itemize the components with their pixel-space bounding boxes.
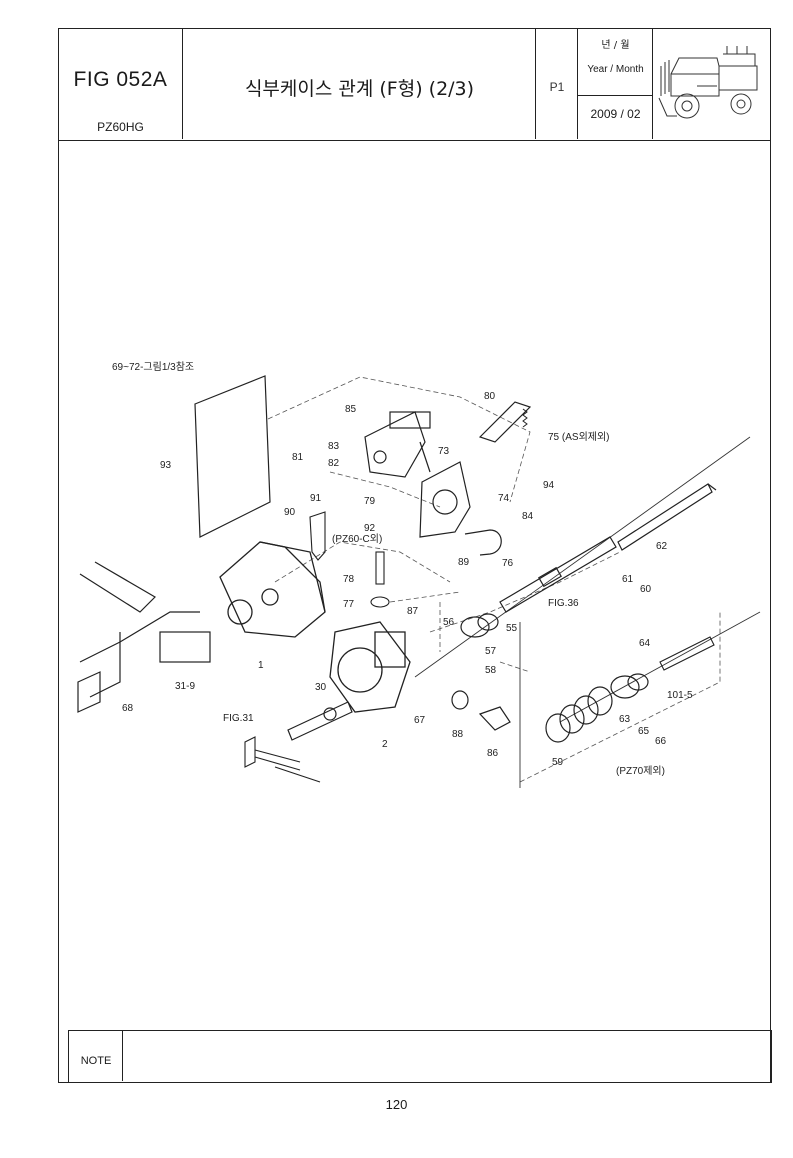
title-cell: 식부케이스 관계 (F형) (2/3) [183, 28, 536, 139]
page-code: P1 [549, 80, 565, 94]
part-label-66: 66 [655, 736, 667, 747]
part-label-67: 67 [414, 715, 426, 726]
part-label-60: 60 [640, 584, 652, 595]
part-label-64: 64 [639, 638, 651, 649]
reference-note: 69~72-그림1/3참조 [112, 361, 194, 373]
part-label-pz60-c: (PZ60-C외) [332, 533, 382, 545]
title-block: FIG 052A PZ60HG 식부케이스 관계 (F형) (2/3) P1 년… [58, 28, 771, 141]
date-cell: 년 / 월 Year / Month 2009 / 02 [578, 28, 653, 139]
part-label-57: 57 [485, 646, 497, 657]
pin-78 [375, 551, 385, 585]
gear-case-1 [219, 541, 326, 638]
part-label-pz70: (PZ70제외) [616, 765, 665, 777]
part-label-91: 91 [310, 493, 322, 504]
shaft-62 [617, 483, 717, 551]
part-label-31-9: 31-9 [175, 681, 195, 692]
machine-thumbnail-cell [653, 28, 769, 139]
upper-arm-assembly [364, 411, 431, 478]
part-label-84: 84 [522, 511, 534, 522]
part-label-59: 59 [552, 757, 564, 768]
coupling-63 [610, 673, 649, 699]
part-label-94: 94 [543, 480, 555, 491]
part-label-65: 65 [638, 726, 650, 737]
part-label-79: 79 [364, 496, 376, 507]
part-label-30: 30 [315, 682, 327, 693]
model-code: PZ60HG [97, 120, 144, 134]
seal-88 [451, 690, 469, 710]
part-label-74: 74 [498, 493, 510, 504]
cover-plate [194, 375, 271, 538]
lever-86 [478, 706, 511, 731]
part-label-63: 63 [619, 714, 631, 725]
part-label-93: 93 [160, 460, 172, 471]
part-label-2: 2 [382, 739, 388, 750]
page-title: 식부케이스 관계 (F형) (2/3) [244, 78, 475, 100]
part-label-81: 81 [292, 452, 304, 463]
part-label-68: 68 [122, 703, 134, 714]
part-label-80: 80 [484, 391, 496, 402]
part-label-82: 82 [328, 458, 340, 469]
part-label-fig31: FIG.31 [223, 713, 254, 724]
page-number: 120 [385, 1097, 408, 1112]
note-label: NOTE [80, 1055, 112, 1067]
part-label-58: 58 [485, 665, 497, 676]
case-2 [329, 621, 411, 713]
year-month-label-en: Year / Month [587, 64, 644, 75]
figure-cell: FIG 052A PZ60HG [58, 28, 183, 139]
part-label-1: 1 [258, 660, 264, 671]
part-label-88: 88 [452, 729, 464, 740]
page-cell: P1 [536, 28, 578, 139]
part-label-87: 87 [407, 606, 419, 617]
rice-transplanter-thumbnail [658, 46, 758, 119]
part-label-92: 92 [364, 523, 376, 534]
date-divider [578, 95, 653, 96]
part-label-76: 76 [502, 558, 514, 569]
part-label-61: 61 [622, 574, 634, 585]
part-label-fig36: FIG.36 [548, 598, 579, 609]
frame-bracket [77, 561, 211, 713]
spring-75 [522, 408, 528, 428]
fig31-bracket [244, 736, 321, 783]
part-label-73: 73 [438, 446, 450, 457]
part-label-56: 56 [443, 617, 455, 628]
coupling-55 [460, 613, 499, 638]
exploded-parts-diagram: 69~72-그림1/3참조 93 85 80 81 83 82 75 (AS외제… [77, 361, 761, 788]
assembly-guide-lines [267, 376, 721, 783]
mount-plate-73 [419, 461, 471, 538]
part-label-101-5: 101-5 [667, 690, 693, 701]
part-label-62: 62 [656, 541, 668, 552]
note-box: NOTE [68, 1030, 772, 1083]
part-label-75: 75 (AS외제외) [548, 431, 610, 443]
part-label-90: 90 [284, 507, 296, 518]
washer-77 [370, 596, 390, 608]
date-value: 2009 / 02 [590, 107, 641, 121]
shaft-30 [287, 701, 353, 741]
arm-80 [478, 401, 532, 443]
part-label-55: 55 [506, 623, 518, 634]
bellows-59 [545, 686, 613, 743]
figure-number: FIG 052A [73, 68, 168, 91]
part-label-85: 85 [345, 404, 357, 415]
shaft-101-5 [659, 636, 715, 671]
year-month-label-ko: 년 / 월 [601, 40, 630, 51]
part-label-86: 86 [487, 748, 499, 759]
u-bolt-89 [464, 529, 502, 556]
bracket-91 [309, 511, 326, 561]
part-label-83: 83 [328, 441, 340, 452]
shaft-fig36 [499, 536, 617, 613]
part-label-77: 77 [343, 599, 355, 610]
part-labels: 69~72-그림1/3참조 93 85 80 81 83 82 75 (AS외제… [112, 361, 693, 777]
part-label-89: 89 [458, 557, 470, 568]
note-label-cell: NOTE [69, 1031, 123, 1081]
part-label-78: 78 [343, 574, 355, 585]
